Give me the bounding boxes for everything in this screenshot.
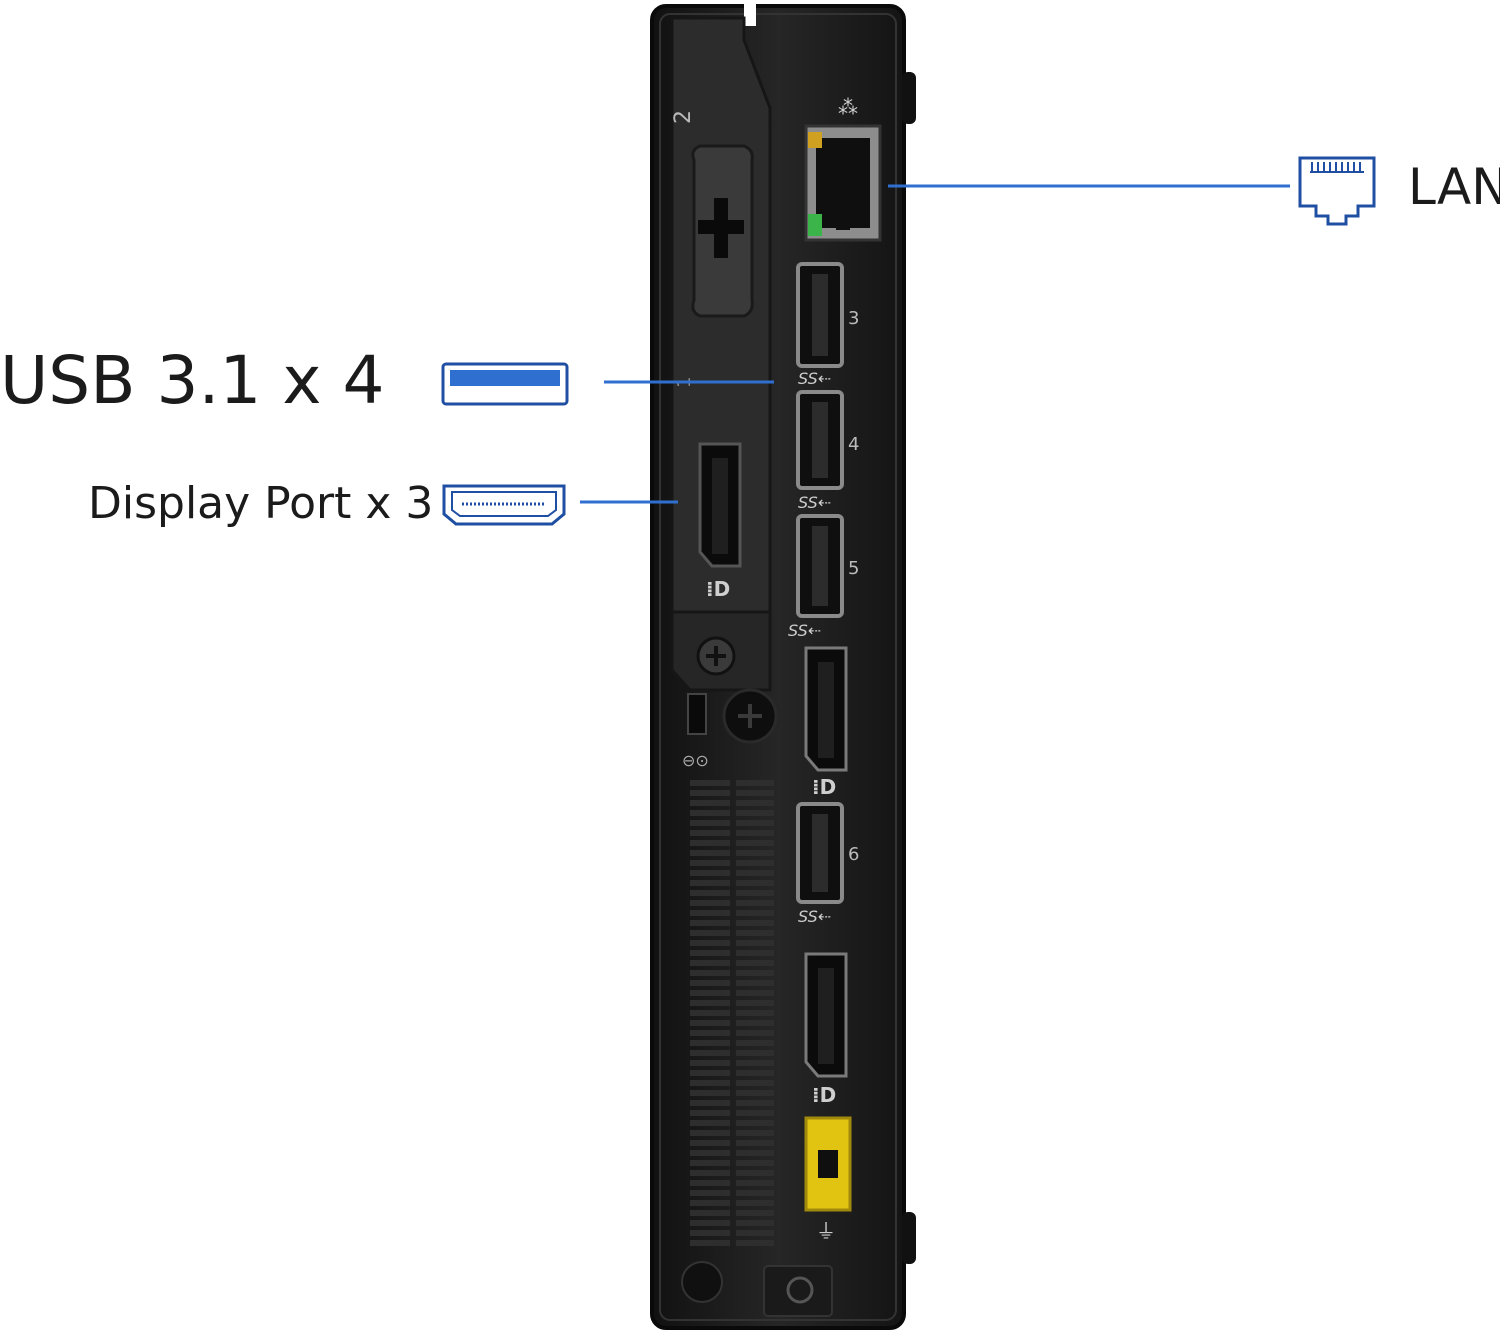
- svg-text:4: 4: [848, 434, 859, 455]
- svg-text:⁞D: ⁞D: [706, 577, 730, 601]
- svg-text:⁂: ⁂: [838, 95, 858, 119]
- svg-text:⁞D: ⁞D: [812, 1083, 836, 1107]
- usb-port-5: 5 SS⇠: [788, 514, 859, 640]
- usb-port-4: 4 SS⇠: [796, 390, 859, 512]
- svg-text:5: 5: [848, 558, 859, 579]
- ethernet-port-icon: [1298, 156, 1376, 226]
- rear-io-column: ⁂ 3 SS⇠ 4 SS⇠: [788, 95, 882, 1243]
- usb-port-icon: [441, 362, 569, 406]
- power-port: ⏚: [804, 1116, 852, 1243]
- svg-text:⊖⊙: ⊖⊙: [682, 751, 709, 770]
- svg-text:SS⇠: SS⇠: [798, 493, 831, 512]
- expansion-bracket: 2 1 ⁞D: [670, 16, 772, 692]
- usb-port-6: 6 SS⇠: [796, 802, 859, 926]
- svg-text:SS⇠: SS⇠: [798, 907, 831, 926]
- callout-lines: [580, 184, 1290, 504]
- usb-port-3: 3 SS⇠: [796, 262, 859, 388]
- displayport-2: ⁞D: [804, 646, 848, 799]
- svg-text:⏚: ⏚: [816, 1219, 836, 1243]
- svg-text:6: 6: [848, 844, 859, 865]
- lan-callout-label: LAN: [1408, 158, 1500, 216]
- svg-text:⁞D: ⁞D: [812, 775, 836, 799]
- port-number-2: 2: [671, 110, 696, 124]
- displayport-1: ⁞D: [698, 442, 742, 601]
- svg-text:SS⇠: SS⇠: [788, 621, 821, 640]
- usb-callout-label: USB 3.1 x 4: [0, 342, 385, 419]
- displayport-icon: [442, 484, 566, 526]
- displayport-callout-label: Display Port x 3: [88, 478, 434, 529]
- ventilation-grille: [686, 776, 774, 1248]
- lan-port: [804, 124, 882, 242]
- svg-text:3: 3: [848, 308, 859, 329]
- displayport-3: ⁞D: [804, 952, 848, 1107]
- svg-text:SS⇠: SS⇠: [798, 369, 831, 388]
- security-lock-slot: [687, 693, 707, 735]
